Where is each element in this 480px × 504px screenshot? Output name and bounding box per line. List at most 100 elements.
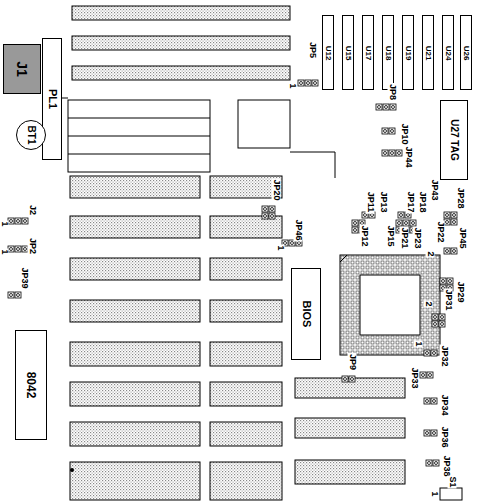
jumper-pin [398,212,404,218]
expansion-slot [72,66,290,80]
jumper-label: JP38 [442,454,451,477]
jumper-pin [22,218,28,224]
jumper-pin [389,150,395,156]
expansion-slot [70,462,200,500]
jumper-pin [439,321,445,327]
memory-chip: U17 [362,15,374,90]
expansion-slot [210,300,282,322]
expansion-slot [210,422,282,446]
jumper-pin [444,219,450,225]
pin-number: 1 [430,490,439,497]
jumper-pin [420,372,426,378]
jumper-label: JP44 [404,145,413,168]
jumper-pin [396,220,402,226]
jumper-pin [444,248,450,254]
jumper-pin [433,460,439,466]
jumper-pin [410,220,416,226]
jumper-label: JP9 [348,353,357,371]
jumper-pin [426,460,432,466]
jumper-label: JP36 [440,425,449,448]
bios-chip: BIOS [291,268,321,360]
jumper-pin [15,246,21,252]
jumper-pin [432,321,438,327]
part-name: U24 [444,45,452,60]
jumper-pin [389,128,395,134]
jumper-pin [451,219,457,225]
part-name: U27 TAG [449,119,459,161]
jumper-pin [262,213,268,219]
pin-number: 1 [0,248,9,255]
jumper-label: JP20 [272,178,281,201]
jumper-pin [382,150,388,156]
jumper-label: JP15 [386,224,395,247]
expansion-slot [70,382,200,406]
jumper-label: JP46 [294,218,303,241]
jumper-label: JP8 [388,83,397,101]
jumper-pin [432,314,438,320]
expansion-slot [70,176,200,198]
jumper-pin [349,376,355,382]
jumper-pin [342,376,348,382]
jumper-pin [382,128,388,134]
jumper-label: S1 [448,475,457,488]
jumper-pin [431,398,437,404]
cpu-socket [340,255,440,355]
jumper-pin [352,227,358,233]
pin-number: 1 [288,82,297,89]
expansion-slot [70,216,200,238]
jumper-pin [8,246,14,252]
jumper-pin [424,350,430,356]
jumper-pin [424,398,430,404]
part-name: U15 [344,45,352,60]
jumper-label: J2 [28,204,37,216]
jumper-pin [447,278,453,284]
jumper-label: JP34 [440,393,449,416]
jumper-pin [376,104,382,110]
jumper-pin [305,80,311,86]
jumper-pin [424,430,430,436]
jumper-label: JP33 [410,366,419,389]
pin-number: 2 [424,300,433,307]
jumper-pin [431,430,437,436]
jumper-pin [451,248,457,254]
jumper-label: JP39 [20,266,29,289]
jumper-pin [427,372,433,378]
jumper-pin [383,104,389,110]
part-name: U19 [404,45,412,60]
jumper-label: JP21 [400,226,409,249]
jumper-pin [312,80,318,86]
jumper-label: JP29 [456,280,465,303]
jumper-label: JP28 [456,186,465,209]
jumper-label: JP23 [413,226,422,249]
jumper-label: JP43 [430,178,439,201]
jumper-label: JP45 [458,226,467,249]
jumper-pin [396,150,402,156]
memory-chip: U21 [422,15,434,90]
expansion-slot [210,382,282,406]
jumper-pin [262,206,268,212]
part-name: BIOS [301,301,312,328]
expansion-slot [72,6,290,20]
power-connector: PL1 [42,38,62,160]
memory-chip: U26 [460,15,472,90]
part-name: U26 [462,45,470,60]
mount-hole [70,468,74,472]
part-name: 8042 [25,372,37,399]
part-name: J1 [15,61,29,77]
jumper-pin [8,218,14,224]
jumper-pin [298,80,304,86]
part-name: PL1 [47,89,58,109]
pin-number: 1 [276,244,285,251]
expansion-slot [70,300,200,322]
jumper-pin [431,350,437,356]
simm-bank [62,98,335,178]
jumper-pin [269,206,275,212]
jumper-pin [444,212,450,218]
expansion-slot [70,342,200,366]
jumper-label: JP10 [400,122,409,145]
part-name: U21 [424,45,432,60]
pin-number: 2 [426,250,435,257]
keyboard-controller: 8042 [15,330,47,440]
battery: BT1 [16,120,46,150]
jumper-label: JP13 [379,190,388,213]
